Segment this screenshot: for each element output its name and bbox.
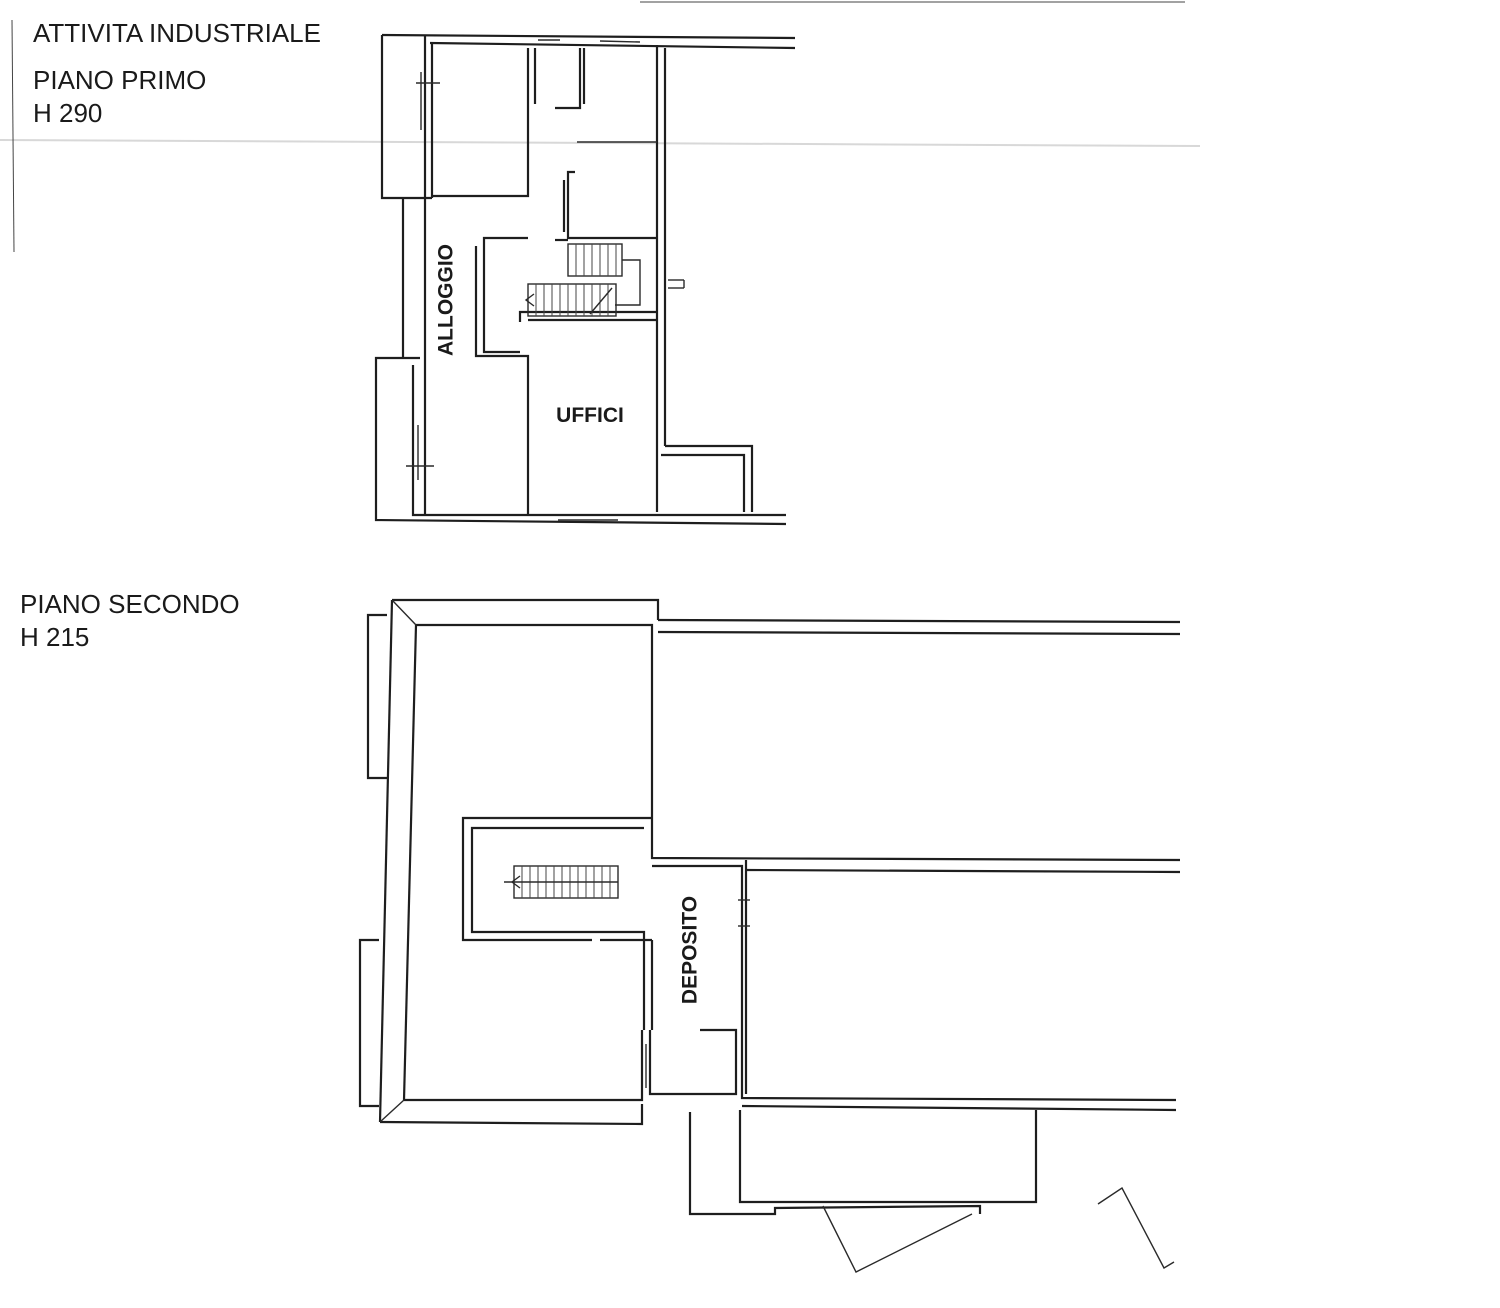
floor-height-second: H 215 bbox=[20, 622, 89, 652]
scan-artifacts bbox=[0, 1, 1201, 253]
drawing-title: ATTIVITA INDUSTRIALE bbox=[33, 18, 321, 48]
second-floor-staircase bbox=[504, 865, 619, 899]
first-floor-staircase bbox=[524, 243, 641, 317]
room-label-uffici: UFFICI bbox=[556, 404, 624, 427]
first-floor-plan bbox=[374, 33, 796, 526]
second-floor-plan bbox=[358, 598, 1181, 1273]
floor-height-first: H 290 bbox=[33, 98, 102, 128]
room-label-alloggio: ALLOGGIO bbox=[435, 244, 458, 356]
first-floor-walls bbox=[374, 33, 796, 526]
second-floor-walls bbox=[358, 598, 1181, 1273]
room-label-deposito: DEPOSITO bbox=[679, 896, 702, 1004]
floor-name-first: PIANO PRIMO bbox=[33, 65, 206, 95]
floor-name-second: PIANO SECONDO bbox=[20, 589, 240, 619]
